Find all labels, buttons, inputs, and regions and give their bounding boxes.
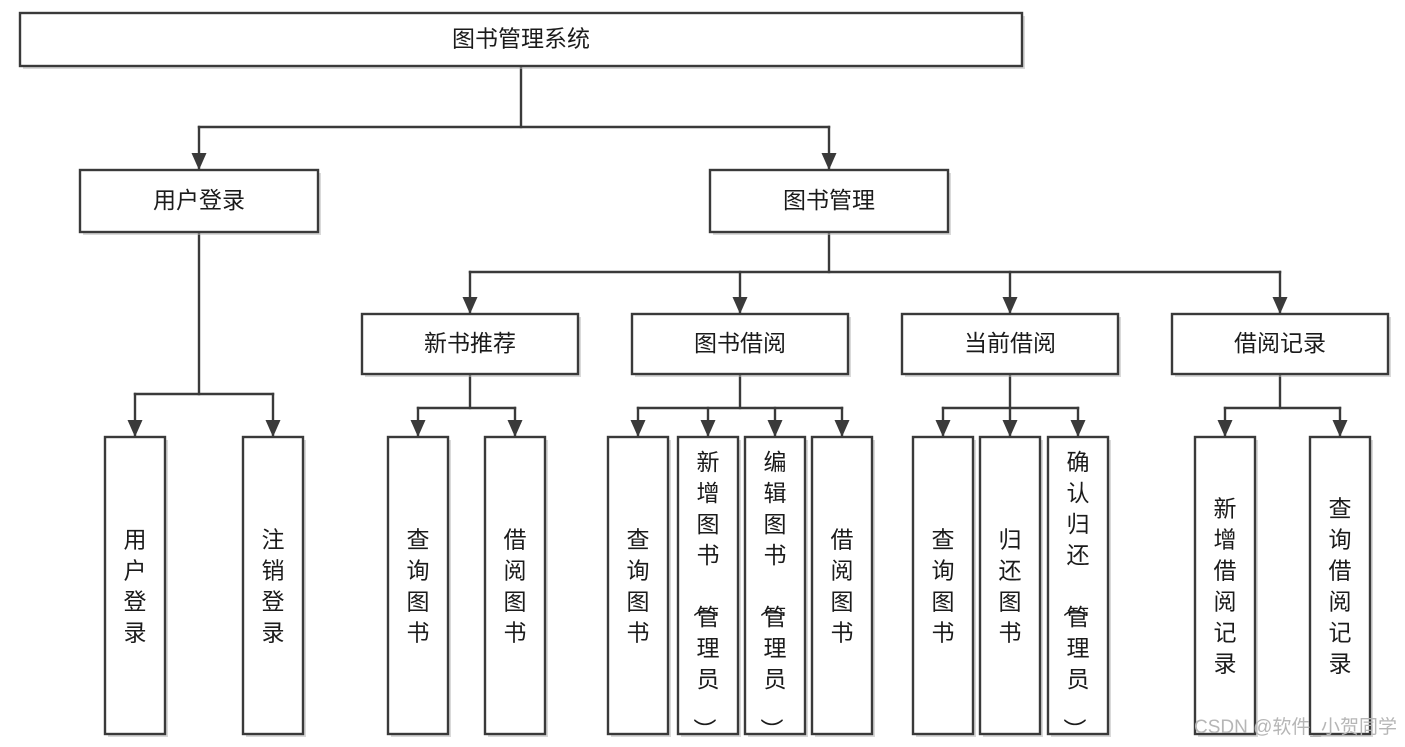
node-box[interactable] <box>743 435 807 736</box>
node-box[interactable] <box>483 435 547 736</box>
node-label: 归还图书 <box>999 527 1022 646</box>
node-label: 查询图书 <box>407 527 430 646</box>
node-box[interactable] <box>810 435 874 736</box>
node-leaf-user-login[interactable]: 用户登录 <box>103 435 168 737</box>
node-label: 查询图书 <box>932 527 955 646</box>
node-box[interactable] <box>360 312 580 376</box>
node-leaf-query-record[interactable]: 查询借阅记录 <box>1308 435 1373 737</box>
node-box[interactable] <box>1193 435 1257 736</box>
arrow-head <box>700 420 716 437</box>
arrow-head <box>265 420 281 437</box>
connector-currentborrow-to-leaves <box>935 372 1086 438</box>
node-user-login[interactable]: 用户登录 <box>78 168 321 235</box>
node-label: 图书借阅 <box>694 330 786 356</box>
arrow-head <box>821 153 837 170</box>
node-box[interactable] <box>386 435 450 736</box>
node-box[interactable] <box>630 312 850 376</box>
node-box[interactable] <box>1046 435 1110 736</box>
node-box[interactable] <box>676 435 740 736</box>
node-box[interactable] <box>103 435 167 736</box>
node-leaf-edit-book[interactable]: 编辑图书（管理员） <box>743 435 808 741</box>
node-leaf-borrow-book-1[interactable]: 借阅图书 <box>483 435 548 737</box>
arrow-head <box>1332 420 1348 437</box>
node-leaf-query-book-1[interactable]: 查询图书 <box>386 435 451 737</box>
node-leaf-borrow-book-2[interactable]: 借阅图书 <box>810 435 875 737</box>
node-label: 借阅记录 <box>1234 330 1326 356</box>
arrow-head <box>507 420 523 437</box>
node-leaf-return-book[interactable]: 归还图书 <box>978 435 1043 737</box>
arrow-head <box>1002 420 1018 437</box>
connectors-layer <box>127 64 1348 438</box>
arrow-head <box>935 420 951 437</box>
arrow-head <box>191 153 207 170</box>
node-leaf-confirm-return[interactable]: 确认归还（管理员） <box>1046 435 1111 741</box>
arrow-head <box>410 420 426 437</box>
arrow-head <box>732 297 748 314</box>
node-box[interactable] <box>1170 312 1390 376</box>
node-label: 新增借阅记录 <box>1214 496 1237 677</box>
node-leaf-add-record[interactable]: 新增借阅记录 <box>1193 435 1258 737</box>
node-box[interactable] <box>900 312 1120 376</box>
arrow-head <box>767 420 783 437</box>
connector-bookborrow-to-leaves <box>630 372 850 438</box>
node-box[interactable] <box>1308 435 1372 736</box>
node-borrow-record[interactable]: 借阅记录 <box>1170 312 1391 377</box>
node-label: 编辑图书（管理员） <box>759 449 787 741</box>
connector-bookmgmt-to-level3 <box>462 230 1288 315</box>
node-leaf-query-book-2[interactable]: 查询图书 <box>606 435 671 737</box>
node-book-management[interactable]: 图书管理 <box>708 168 951 235</box>
node-box[interactable] <box>606 435 670 736</box>
node-label: 借阅图书 <box>831 527 854 646</box>
node-box[interactable] <box>978 435 1042 736</box>
node-leaf-add-book[interactable]: 新增图书（管理员） <box>676 435 741 741</box>
node-book-borrow[interactable]: 图书借阅 <box>630 312 851 377</box>
node-label: 图书管理系统 <box>452 26 590 52</box>
node-box[interactable] <box>911 435 975 736</box>
connector-root-to-level2 <box>191 64 837 171</box>
arrow-head <box>834 420 850 437</box>
node-label: 用户登录 <box>153 187 245 213</box>
node-new-book-recommend[interactable]: 新书推荐 <box>360 312 581 377</box>
node-box[interactable] <box>78 168 320 234</box>
node-label: 新增图书（管理员） <box>692 449 720 741</box>
node-label: 当前借阅 <box>964 330 1056 356</box>
node-current-borrow[interactable]: 当前借阅 <box>900 312 1121 377</box>
node-label: 查询借阅记录 <box>1329 496 1352 677</box>
arrow-head <box>127 420 143 437</box>
node-label: 图书管理 <box>783 187 875 213</box>
node-label: 确认归还（管理员） <box>1062 449 1090 741</box>
node-box[interactable] <box>18 11 1024 68</box>
arrow-head <box>1217 420 1233 437</box>
node-label: 借阅图书 <box>504 527 527 646</box>
node-label: 新书推荐 <box>424 330 516 356</box>
nodes-layer: 图书管理系统用户登录图书管理新书推荐图书借阅当前借阅借阅记录用户登录注销登录查询… <box>18 11 1391 741</box>
arrow-head <box>630 420 646 437</box>
connector-borrowrecord-to-leaves <box>1217 372 1348 438</box>
csdn-watermark: CSDN @软件_小贺同学 <box>1194 716 1397 738</box>
node-leaf-query-book-3[interactable]: 查询图书 <box>911 435 976 737</box>
node-box[interactable] <box>708 168 950 234</box>
node-label: 查询图书 <box>627 527 650 646</box>
connector-userlogin-to-leaves <box>127 230 281 438</box>
arrow-head <box>1002 297 1018 314</box>
arrow-head <box>462 297 478 314</box>
node-box[interactable] <box>241 435 305 736</box>
node-label: 用户登录 <box>124 527 147 646</box>
arrow-head <box>1070 420 1086 437</box>
connector-newbook-to-leaves <box>410 372 523 438</box>
arrow-head <box>1272 297 1288 314</box>
node-root[interactable]: 图书管理系统 <box>18 11 1025 69</box>
node-leaf-logout[interactable]: 注销登录 <box>241 435 306 737</box>
node-label: 注销登录 <box>262 527 285 646</box>
